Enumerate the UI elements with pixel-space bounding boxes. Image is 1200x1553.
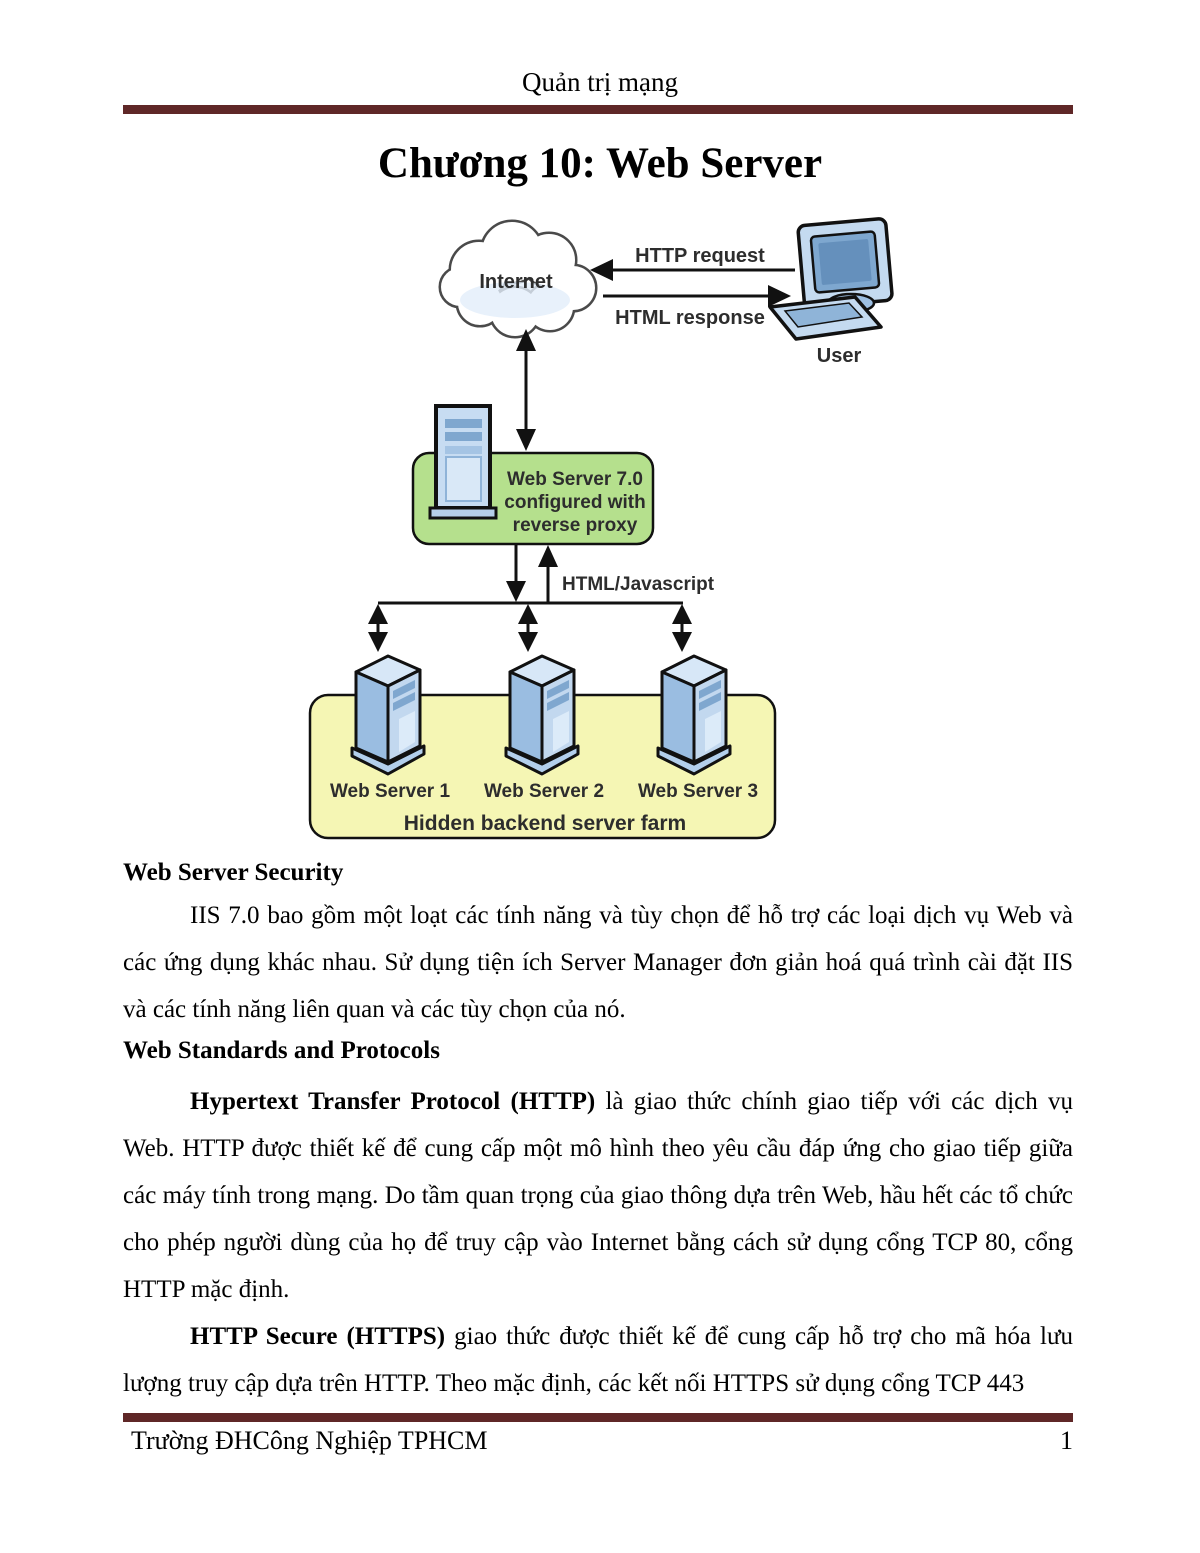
web-server-diagram: Internet User HTTP request HTML response	[308, 217, 894, 840]
web-server-3-label: Web Server 3	[638, 781, 758, 802]
footer-page-number: 1	[1060, 1426, 1073, 1455]
header-rule	[123, 105, 1073, 114]
running-header: Quản trị mạng	[522, 67, 678, 97]
internet-cloud-icon: Internet	[438, 219, 598, 339]
server-tower-1-icon	[350, 654, 426, 776]
proxy-farm-arrows: HTML/Javascript	[378, 544, 715, 605]
proxy-box-line1: Web Server 7.0	[507, 469, 643, 490]
web-server-2-label: Web Server 2	[484, 781, 604, 802]
proxy-box-line2: configured with	[504, 492, 645, 513]
paragraph-https: HTTP Secure (HTTPS) giao thức được thiết…	[123, 1313, 1073, 1407]
server-tower-3-icon	[656, 654, 732, 776]
paragraph-iis-text: IIS 7.0 bao gồm một loạt các tính năng v…	[123, 902, 1073, 1023]
http-lead: Hypertext Transfer Protocol (HTTP)	[190, 1088, 596, 1115]
web-server-1-label: Web Server 1	[330, 781, 450, 802]
http-request-label: HTTP request	[635, 245, 765, 267]
https-lead: HTTP Secure (HTTPS)	[190, 1323, 446, 1350]
cloud-proxy-arrow	[516, 329, 536, 451]
paragraph-http: Hypertext Transfer Protocol (HTTP) là gi…	[123, 1078, 1073, 1313]
chapter-title: Chương 10: Web Server	[377, 140, 823, 187]
section-heading-standards: Web Standards and Protocols	[123, 1037, 440, 1064]
html-response-arrow: HTML response	[603, 285, 791, 329]
section-heading-security: Web Server Security	[123, 859, 344, 886]
proxy-server-icon	[428, 404, 498, 520]
user-label: User	[817, 345, 862, 367]
internet-label: Internet	[479, 271, 553, 293]
paragraph-iis: IIS 7.0 bao gồm một loạt các tính năng v…	[123, 892, 1073, 1033]
html-response-label: HTML response	[615, 307, 765, 329]
https-rest: giao thức được thiết kế để cung cấp hỗ t…	[123, 1323, 1074, 1397]
user-computer-icon: User	[768, 217, 894, 367]
html-js-label: HTML/Javascript	[562, 574, 715, 595]
footer-institution: Trường ĐHCông Nghiệp TPHCM	[131, 1426, 488, 1455]
cloud-shading	[460, 282, 570, 318]
http-request-arrow: HTTP request	[590, 245, 795, 281]
branch-arrow-2	[518, 604, 538, 652]
footer-rule	[123, 1413, 1073, 1422]
proxy-box-line3: reverse proxy	[513, 515, 638, 536]
farm-label: Hidden backend server farm	[404, 812, 686, 835]
branch-arrow-1	[368, 604, 388, 652]
branch-arrow-3	[672, 604, 692, 652]
server-tower-2-icon	[504, 654, 580, 776]
http-rest: là giao thức chính giao tiếp với các dịc…	[123, 1088, 1074, 1303]
